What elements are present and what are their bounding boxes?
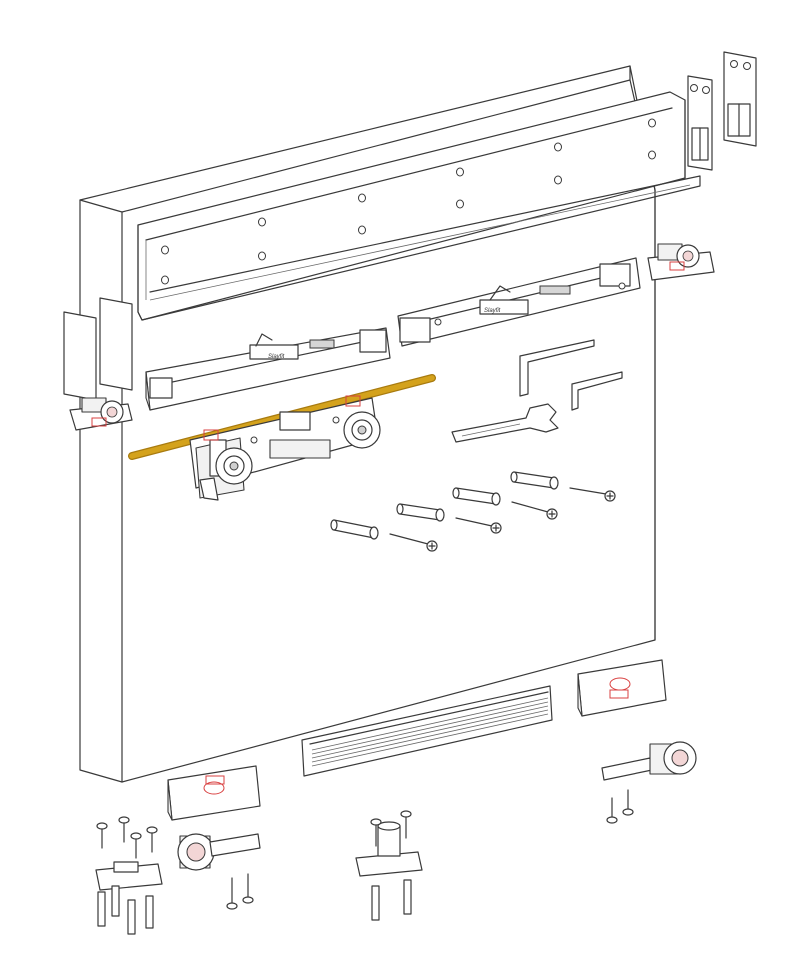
bottom-center-left-screws [226,873,254,910]
top-track-rail [137,91,701,321]
floor-guide-center-plugs [371,879,412,921]
floor-bracket-left-screws [96,816,158,859]
wood-screw-3 [511,501,558,520]
floor-bracket-left [95,861,163,891]
soft-close-damper-right: Slayfit [397,257,641,347]
hex-key-small [571,371,623,411]
hex-key-large [519,339,595,397]
rail-end-cap-right [723,51,757,147]
bottom-right-screws [606,789,634,824]
floor-bracket-left-plugs [97,885,154,935]
wall-plugs [330,471,559,540]
floor-guide-channel [301,685,553,777]
adjustment-spanner [451,403,559,443]
wall-spacer-blocks [63,297,133,401]
wood-screws [389,487,616,552]
floor-guide-center-screws [370,810,412,847]
wood-screw-2 [455,517,502,534]
wall-plug-1 [330,519,379,540]
rail-screw-holes [161,118,656,285]
rail-end-cap-left [687,75,713,171]
wall-plug-4 [510,471,559,490]
wood-screw-1 [389,533,438,552]
bottom-stopper-right [577,659,667,717]
wall-plug-2 [396,503,445,522]
wall-plug-3 [452,487,501,506]
roller-carriage [189,395,381,501]
floor-guide-center [355,821,423,877]
bottom-guide-wheel-left [177,833,261,871]
damper-brand-mark-left: Slayfit [268,354,285,360]
wood-screw-4 [569,487,616,502]
soft-close-damper-left: Slayfit [145,327,391,411]
end-stopper-left [69,397,133,431]
bottom-stopper-left [167,765,261,821]
end-stopper-right [647,243,715,281]
bottom-guide-wheel-right [601,741,697,781]
damper-brand-mark-right: Slayfit [484,308,501,314]
guide-brush-lines [311,697,549,767]
